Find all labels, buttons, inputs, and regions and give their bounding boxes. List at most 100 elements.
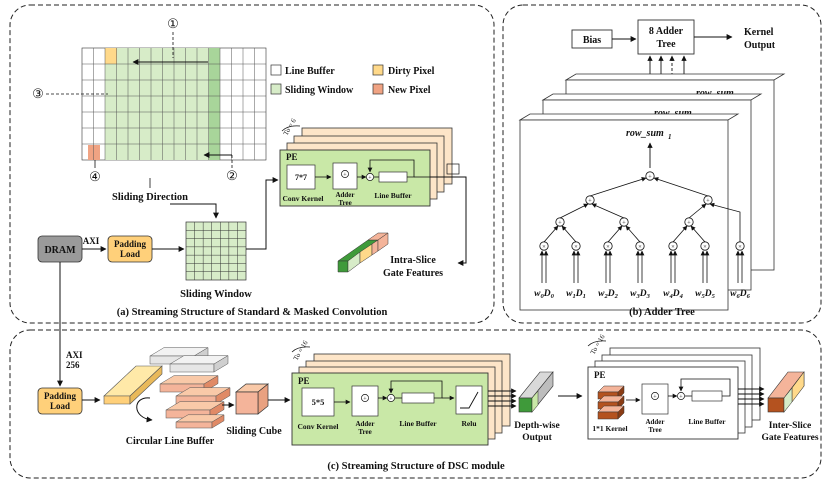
row-sum-1-sub: 1 [668,133,672,141]
intra-slice-label-1: Intra-Slice [390,255,436,266]
svg-text:+: + [648,173,652,180]
padding-load-box-c [37,387,83,415]
svg-text:×: × [703,243,707,250]
input-w5d5: w5D5 [695,289,715,300]
relu-box [455,385,483,415]
pe-stack-a [279,127,453,207]
legend-sliding-window: Sliding Window [285,85,354,96]
line-buffer-a [378,171,408,183]
conv-kernel-label-c1: Conv Kernel [297,422,338,431]
input-w6d6: w6D6 [730,289,750,300]
line-buffer-c1 [401,392,435,404]
svg-text:×: × [606,243,610,250]
line-buffer-c2 [691,390,723,402]
panel-a: ① ③ ② ④ Sliding Direction Line Buffer Di… [9,4,495,324]
svg-text:×: × [671,243,675,250]
adder-tree-8-l1: 8 Adder [649,26,684,37]
legend-line-buffer: Line Buffer [285,66,335,77]
padding-load-c-l2: Load [50,401,70,411]
pe-label-a: PE [286,152,298,162]
sliding-direction-label: Sliding Direction [112,192,188,203]
padding-load-c-l1: Padding [44,391,77,401]
pe-box-c1 [291,372,489,446]
feature-map-grid [81,47,267,161]
sliding-cube-label: Sliding Cube [226,426,282,437]
svg-text:+: + [653,395,657,401]
dw-output-l2: Output [522,433,552,443]
svg-text:+: + [588,197,592,204]
legend: Line Buffer Dirty Pixel Sliding Window N… [270,64,435,96]
marker-2: ② [226,168,238,183]
depthwise-output-block [518,371,554,413]
sliding-window-grid [185,221,247,281]
sliding-window-new-column [209,48,220,160]
padding-load-line1: Padding [114,239,147,249]
sliding-cube [235,383,269,415]
svg-text:×: × [738,243,742,250]
panel-b: Bias 8 Adder Tree Kernel Output row_sum … [502,4,822,324]
marker-4: ④ [89,169,101,184]
adder-tree-c2-l2: Tree [648,426,661,434]
bias-label: Bias [583,35,601,46]
adder-tree-c1-l2: Tree [358,428,371,436]
intra-slice-label-2: Gate Features [383,268,443,279]
kernel-size-a: 7*7 [295,173,307,182]
conv-kernel-a [286,164,316,190]
svg-text:+: + [558,219,562,226]
marker-1: ① [167,16,179,31]
relu-label: Relu [462,419,477,428]
legend-dirty-pixel: Dirty Pixel [388,66,435,77]
intra-slice-feature-block [337,232,389,273]
adder-tree-8-box [637,19,695,55]
kernel-1x1-bars [597,385,625,420]
input-w0d0: w0D0 [534,289,554,300]
svg-text:+: + [706,197,710,204]
axi256-l1: AXI [66,350,83,360]
axi-label: AXI [83,236,100,246]
adder-tree-front-layer [519,119,729,311]
panel-b-border [502,4,822,324]
svg-text:×: × [542,243,546,250]
caption-a: (a) Streaming Structure of Standard & Ma… [117,307,388,318]
adder-tree-a-l1: Adder [335,191,354,199]
new-pixel-cell [88,145,100,160]
caption-b: (b) Adder Tree [629,307,695,318]
circular-line-buffer-graphic [103,347,231,429]
dram-label: DRAM [44,245,76,256]
line-buffer-label-a: Line Buffer [374,191,412,200]
to-label-a: To = 6 [282,117,298,137]
row-sum-7: row_sum [696,88,734,99]
inter-slice-feature-block [767,371,805,413]
svg-text:×: × [638,243,642,250]
svg-text:+: + [389,397,393,403]
input-w3d3: w3D3 [630,289,650,300]
line-buffer-label-c1: Line Buffer [399,419,437,428]
marker-3: ③ [32,86,44,101]
padding-load-line2: Load [120,249,140,259]
caption-c: (c) Streaming Structure of DSC module [327,461,505,472]
adder-tree-nodes: ×××××××++++++ [539,171,745,283]
circular-line-buffer-label: Circular Line Buffer [126,436,215,447]
svg-text:×: × [574,243,578,250]
adder-tree-a-l2: Tree [338,199,351,207]
kernel-size-c1: 5*5 [312,397,325,407]
svg-text:+: + [622,219,626,226]
dw-output-l1: Depth-wise [514,421,559,431]
axi256-l2: 256 [66,360,80,370]
svg-text:+: + [343,173,347,179]
dirty-pixel-cell [105,48,117,64]
pe-label-c1: PE [298,376,310,386]
row-sum-1: row_sum [626,128,664,139]
kernel-output-l1: Kernel [744,27,774,38]
adder-tree-c1-l1: Adder [355,420,374,428]
adder-tree-c2-l1: Adder [645,418,664,426]
input-labels: w0D0 w1D1 w2D2 w3D3 w4D4 w5D5 w6D6 [534,289,750,300]
conv-kernel-label-a: Conv Kernel [282,194,323,203]
to-label-c2: To = 16 [589,333,607,356]
svg-text:+: + [363,397,367,403]
pe-label-c2: PE [594,370,606,380]
adder-tree-8-l2: Tree [656,39,676,50]
panel-c: AXI 256 Padding Load Circular Line Buffe… [9,262,822,479]
svg-text:+: + [368,176,372,182]
